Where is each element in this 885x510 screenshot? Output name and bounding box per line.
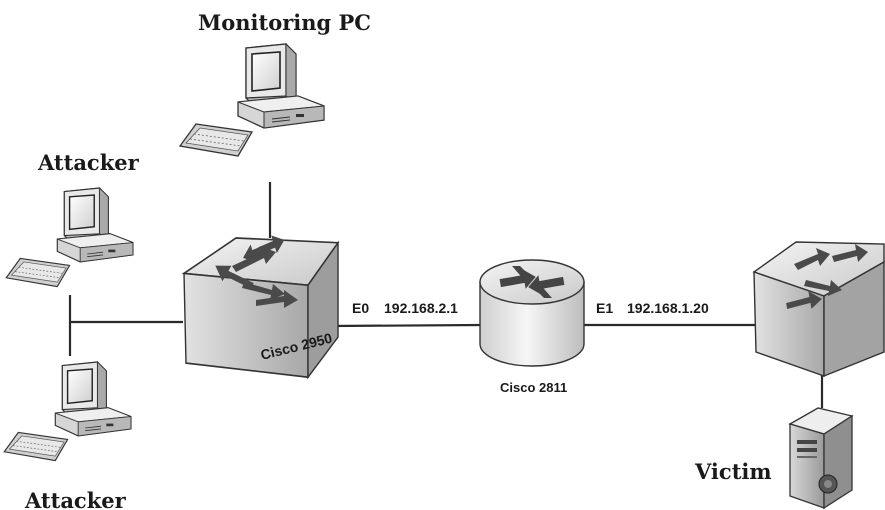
attacker-top-label: Attacker [37, 150, 140, 175]
attacker-top-pc-icon [5, 187, 134, 288]
e1-ip-label: 192.168.1.20 [627, 300, 709, 316]
victim-switch-icon [752, 241, 885, 378]
link-switch-router [329, 323, 483, 328]
monitoring-pc-label: Monitoring PC [198, 10, 371, 35]
router-model-label: Cisco 2811 [500, 380, 567, 395]
victim-server-icon [788, 407, 854, 510]
e1-interface-label: E1 [596, 300, 613, 316]
monitoring-pc-icon [179, 43, 325, 157]
cisco-2811-router-icon [479, 259, 585, 367]
e0-interface-label: E0 [352, 300, 369, 316]
switch-arrows-icon [215, 246, 298, 308]
e0-ip-label: 192.168.2.1 [384, 300, 458, 316]
attacker-bottom-pc-icon [3, 361, 132, 462]
victim-label: Victim [694, 459, 772, 484]
attacker-bottom-label: Attacker [24, 488, 127, 510]
